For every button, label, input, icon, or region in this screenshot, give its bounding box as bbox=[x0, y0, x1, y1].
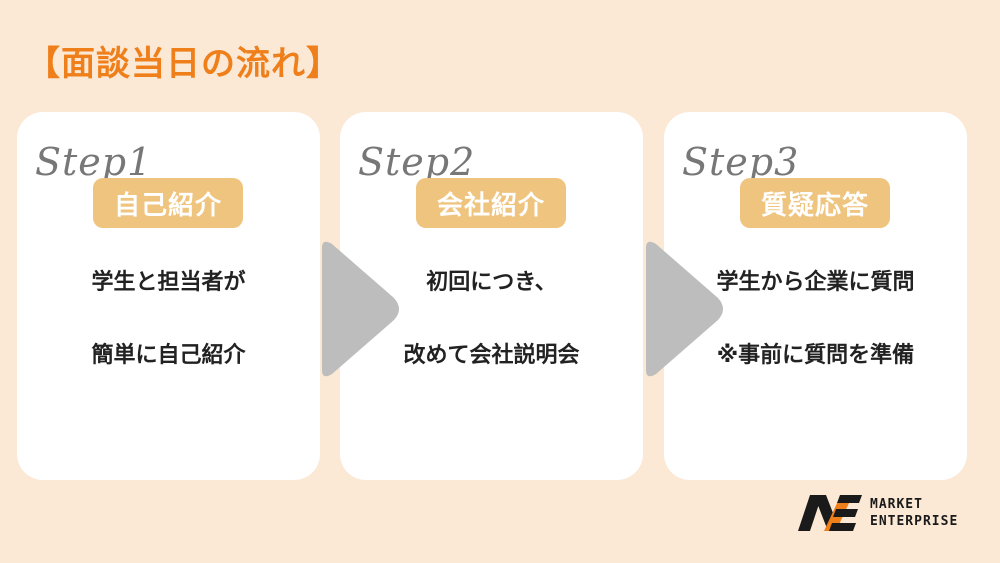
step-label: Step3 bbox=[682, 140, 800, 184]
step-card-1: Step1 自己紹介 学生と担当者が 簡単に自己紹介 bbox=[17, 112, 320, 480]
step-description-line-1: 学生から企業に質問 bbox=[716, 270, 915, 295]
logo-text-line-1: MARKET bbox=[870, 497, 923, 512]
arrow-right-icon bbox=[646, 241, 723, 377]
step-description-line-2: 改めて会社説明会 bbox=[403, 343, 580, 368]
step-description-line-1: 学生と担当者が bbox=[91, 270, 246, 295]
logo-text-line-2: ENTERPRISE bbox=[870, 514, 959, 529]
step-badge: 自己紹介 bbox=[93, 178, 243, 228]
step-badge: 会社紹介 bbox=[416, 178, 566, 228]
step-label: Step2 bbox=[358, 140, 476, 184]
page-title: 【面談当日の流れ】 bbox=[26, 44, 341, 84]
me-logo-icon bbox=[798, 495, 862, 531]
step-description-line-2: 簡単に自己紹介 bbox=[91, 343, 246, 368]
step-label: Step1 bbox=[35, 140, 153, 184]
arrow-right-icon bbox=[322, 241, 399, 377]
step-description-line-2: ※事前に質問を準備 bbox=[716, 343, 915, 368]
company-logo: MARKET ENTERPRISE bbox=[796, 491, 958, 535]
step-badge: 質疑応答 bbox=[740, 178, 890, 228]
step-description-line-1: 初回につき、 bbox=[426, 270, 557, 295]
step-card-2: Step2 会社紹介 初回につき、 改めて会社説明会 bbox=[340, 112, 643, 480]
